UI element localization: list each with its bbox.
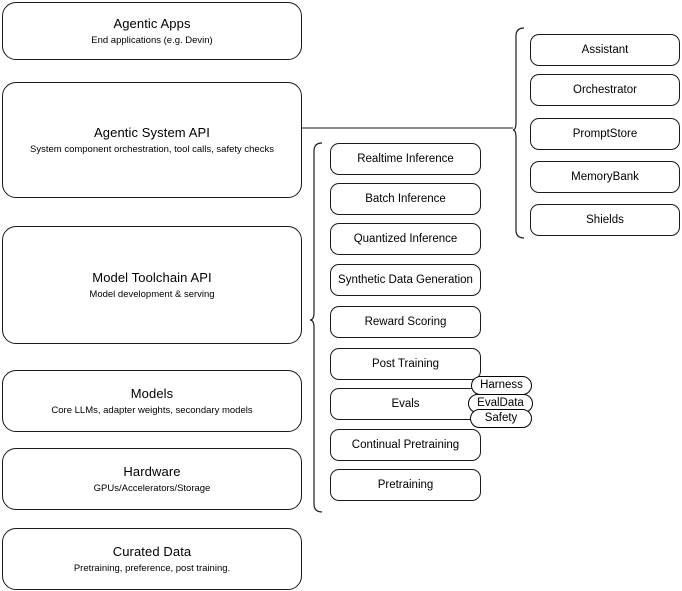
toolchain-item-evals[interactable]: Evals <box>330 388 481 420</box>
eval-tag-label: Harness <box>480 379 523 391</box>
layer-models[interactable]: Models Core LLMs, adapter weights, secon… <box>2 370 302 432</box>
layer-subtitle: End applications (e.g. Devin) <box>91 34 213 46</box>
eval-tag-label: EvalData <box>477 397 524 409</box>
layer-hardware[interactable]: Hardware GPUs/Accelerators/Storage <box>2 448 302 510</box>
right-brace <box>512 27 525 239</box>
layer-agentic-system-api[interactable]: Agentic System API System component orch… <box>2 82 302 198</box>
toolchain-item-continual-pretraining[interactable]: Continual Pretraining <box>330 429 481 461</box>
toolchain-brace <box>309 142 323 513</box>
layer-model-toolchain-api[interactable]: Model Toolchain API Model development & … <box>2 226 302 344</box>
layer-title: Model Toolchain API <box>92 269 212 285</box>
layer-subtitle: Model development & serving <box>89 288 215 300</box>
layer-title: Hardware <box>123 463 181 479</box>
layer-title: Agentic Apps <box>113 15 191 31</box>
toolchain-item-label: Reward Scoring <box>364 316 447 328</box>
system-item-label: Shields <box>586 214 624 226</box>
toolchain-item-synthetic-data-generation[interactable]: Synthetic Data Generation <box>330 264 481 296</box>
system-item-label: PromptStore <box>572 128 638 140</box>
system-item-memorybank[interactable]: MemoryBank <box>530 161 680 193</box>
system-item-shields[interactable]: Shields <box>530 204 680 236</box>
toolchain-item-label: Evals <box>391 398 420 410</box>
system-item-label: Orchestrator <box>573 84 637 96</box>
layer-subtitle: Pretraining, preference, post training. <box>73 562 231 574</box>
system-item-label: MemoryBank <box>571 171 639 183</box>
toolchain-item-label: Synthetic Data Generation <box>338 274 473 286</box>
eval-tag-safety[interactable]: Safety <box>470 409 532 428</box>
system-item-label: Assistant <box>581 44 629 56</box>
eval-tag-harness[interactable]: Harness <box>471 376 532 395</box>
toolchain-item-quantized-inference[interactable]: Quantized Inference <box>330 223 481 255</box>
toolchain-item-pretraining[interactable]: Pretraining <box>330 469 481 501</box>
layer-agentic-apps[interactable]: Agentic Apps End applications (e.g. Devi… <box>2 2 302 60</box>
toolchain-item-post-training[interactable]: Post Training <box>330 348 481 380</box>
toolchain-item-realtime-inference[interactable]: Realtime Inference <box>330 143 481 175</box>
toolchain-item-label: Pretraining <box>377 479 434 491</box>
system-item-orchestrator[interactable]: Orchestrator <box>530 74 680 106</box>
layer-title: Curated Data <box>112 543 192 559</box>
toolchain-item-label: Batch Inference <box>365 193 446 205</box>
toolchain-item-batch-inference[interactable]: Batch Inference <box>330 183 481 215</box>
toolchain-item-reward-scoring[interactable]: Reward Scoring <box>330 306 481 338</box>
toolchain-item-label: Post Training <box>371 358 440 370</box>
layer-title: Agentic System API <box>94 124 210 140</box>
layer-title: Models <box>130 385 174 401</box>
layer-curated-data[interactable]: Curated Data Pretraining, preference, po… <box>2 528 302 590</box>
eval-tag-label: Safety <box>484 412 518 424</box>
system-item-assistant[interactable]: Assistant <box>530 34 680 66</box>
toolchain-item-label: Quantized Inference <box>353 233 458 245</box>
layer-subtitle: Core LLMs, adapter weights, secondary mo… <box>51 404 253 416</box>
layer-subtitle: GPUs/Accelerators/Storage <box>93 482 211 494</box>
layer-subtitle: System component orchestration, tool cal… <box>30 143 274 155</box>
toolchain-item-label: Realtime Inference <box>357 153 454 165</box>
toolchain-item-label: Continual Pretraining <box>351 439 460 451</box>
system-item-promptstore[interactable]: PromptStore <box>530 118 680 150</box>
